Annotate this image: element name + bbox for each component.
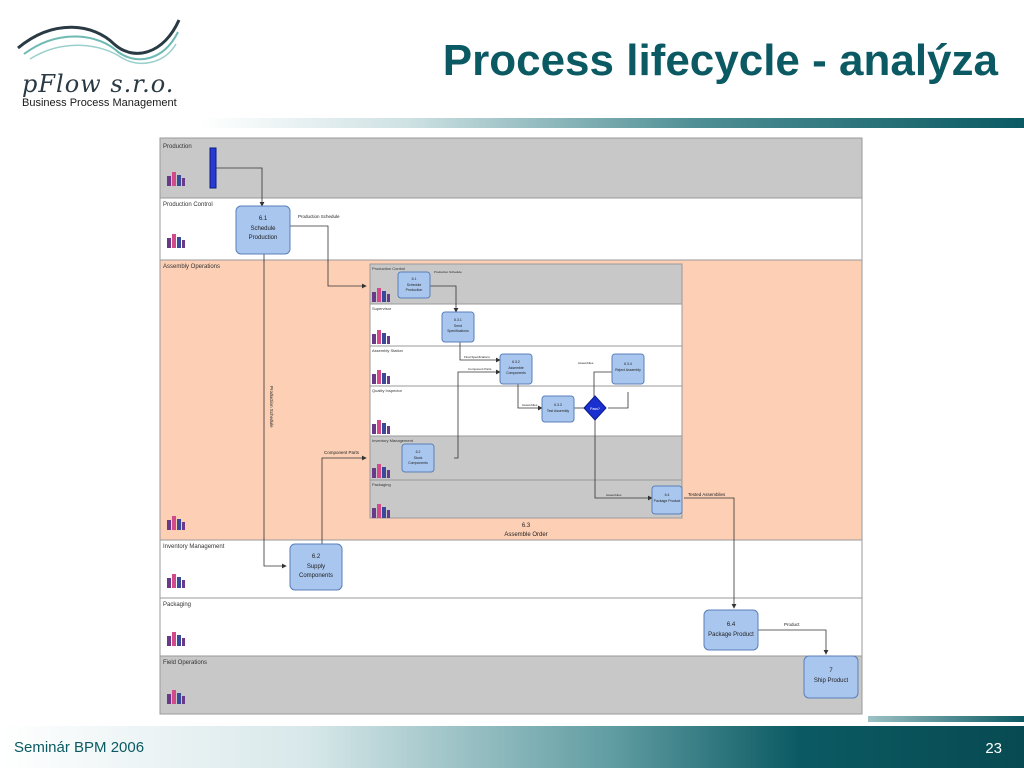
activity-assemble-components[interactable]: 6.3.2 Assemble Components <box>499 353 533 385</box>
activity-ship-product[interactable]: 7 Ship Product <box>803 655 859 699</box>
flow-label: Assemblies <box>578 361 594 365</box>
sublane-label: Packaging <box>372 482 391 487</box>
activity-label: Components <box>299 573 333 579</box>
activity-label: Test Assembly <box>547 409 570 413</box>
pass-gateway[interactable]: Pass? <box>583 395 607 421</box>
lane-label-production: Production <box>163 144 192 150</box>
activity-number: 6.3.4 <box>624 362 632 366</box>
activity-number: 6.3.1 <box>454 318 462 322</box>
process-diagram: Production Production Control Assembly O… <box>158 136 864 716</box>
flow-label: Assemblies <box>606 493 622 497</box>
activity-label: Assemble <box>508 366 523 370</box>
flow-label: Production Schedule <box>434 270 462 274</box>
footer-bar: Seminár BPM 2006 23 <box>0 726 1024 768</box>
activity-number: 6.4 <box>665 493 670 497</box>
sublane-label: Quality Inspector <box>372 388 403 393</box>
sublane-label: Inventory Management <box>372 438 414 443</box>
activity-label: Ship Product <box>814 678 849 684</box>
page-number: 23 <box>985 740 1002 757</box>
assemble-order-subprocess <box>369 263 683 519</box>
flow-label: Component Parts <box>468 367 492 371</box>
activity-number: 6.1 <box>412 277 417 281</box>
activity-number: 7 <box>829 668 833 674</box>
activity-number: 6.3.3 <box>554 403 562 407</box>
activity-label: Schedule <box>407 283 422 287</box>
flow-label: Assemblies <box>522 403 538 407</box>
lane-label-field-operations: Field Operations <box>163 660 207 666</box>
sublane-label: Supervisor <box>372 306 392 311</box>
activity-test-assembly[interactable]: 6.3.3 Test Assembly <box>541 395 575 423</box>
activity-label: Package Product <box>654 499 681 503</box>
flow-label: Final Specifications <box>464 355 490 359</box>
activity-sub-schedule[interactable]: 6.1 Schedule Production <box>397 271 431 299</box>
activity-send-specifications[interactable]: 6.3.1 Send Specifications <box>441 311 475 343</box>
flow-label: Component Parts <box>324 450 360 455</box>
start-event <box>209 147 217 189</box>
lane-label-production-control: Production Control <box>163 202 213 208</box>
activity-label: Send <box>454 324 462 328</box>
sublane-label: Assembly Station <box>372 348 403 353</box>
activity-label: Stock <box>414 456 423 460</box>
activity-label: Schedule <box>250 226 276 232</box>
activity-number: 6.2 <box>312 554 321 560</box>
activity-reject-assembly[interactable]: 6.3.4 Reject Assembly <box>611 353 645 385</box>
footer-text: Seminár BPM 2006 <box>14 739 145 756</box>
activity-number: 6.4 <box>727 622 736 628</box>
sublane-label: Production Control <box>372 266 405 271</box>
activity-label: Specifications <box>447 329 469 333</box>
flow-label: Production Schedule <box>298 214 340 219</box>
lane-label-inventory-management: Inventory Management <box>163 544 225 550</box>
activity-package-product[interactable]: 6.4 Package Product <box>703 609 759 651</box>
activity-label: Production <box>406 288 423 292</box>
flow-label: Tested Assemblies <box>688 492 726 497</box>
footer-rule <box>868 716 1024 722</box>
company-logo: pFlow s.r.o. Business Process Management <box>10 14 210 114</box>
activity-label: Supply <box>307 564 325 570</box>
lane-label-assembly-operations: Assembly Operations <box>163 264 220 270</box>
activity-number: 6.1 <box>259 216 268 222</box>
activity-schedule-production[interactable]: 6.1 Schedule Production <box>235 205 291 255</box>
subprocess-number: 6.3 <box>522 523 531 529</box>
activity-label: Package Product <box>708 632 754 638</box>
logo-subtitle: Business Process Management <box>22 97 177 109</box>
activity-label: Production <box>249 235 278 241</box>
logo-name: pFlow s.r.o. <box>22 70 175 98</box>
subprocess-name: Assemble Order <box>504 532 547 538</box>
flow-label: Product <box>784 622 800 627</box>
activity-label: Components <box>408 461 428 465</box>
gateway-label: Pass? <box>590 407 600 411</box>
activity-number: 6.3.2 <box>512 360 520 364</box>
activity-stock-components[interactable]: 6.2 Stock Components <box>401 443 435 473</box>
logo-wave-icon <box>17 19 181 65</box>
activity-number: 6.2 <box>416 450 421 454</box>
activity-label: Reject Assembly <box>615 368 641 372</box>
activity-sub-package[interactable]: 6.4 Package Product <box>651 485 683 515</box>
lane-label-packaging: Packaging <box>163 602 191 608</box>
title-rule <box>200 118 1024 128</box>
flow-label: Production Schedule <box>269 386 274 428</box>
activity-supply-components[interactable]: 6.2 Supply Components <box>289 543 343 591</box>
slide-title: Process lifecycle - analýza <box>442 36 998 85</box>
activity-label: Components <box>506 371 526 375</box>
